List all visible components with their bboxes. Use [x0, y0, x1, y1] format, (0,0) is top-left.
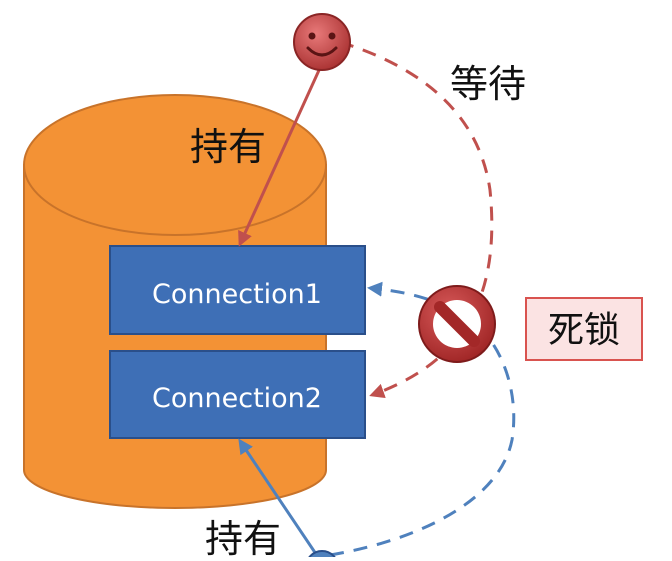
hold-label-top: 持有 [190, 125, 266, 169]
connection2-box: Connection2 [109, 350, 366, 439]
connection1-box: Connection1 [109, 245, 366, 335]
smiley-face-icon [293, 13, 351, 71]
connection2-label: Connection2 [152, 383, 322, 414]
hold-label-bottom: 持有 [205, 517, 281, 557]
deadlock-badge: 死锁 [525, 297, 643, 361]
cylinder-top [23, 94, 327, 236]
no-entry-icon [418, 285, 496, 363]
wait-label: 等待 [450, 62, 526, 106]
wait-arrow-blue-dashed [329, 281, 516, 557]
hold-arrow-top [238, 67, 322, 247]
hold-arrow-bottom [238, 438, 320, 558]
deadlock-label: 死锁 [548, 310, 620, 351]
wait-arrow-red-dashed [339, 40, 494, 399]
connection1-label: Connection1 [152, 279, 322, 310]
